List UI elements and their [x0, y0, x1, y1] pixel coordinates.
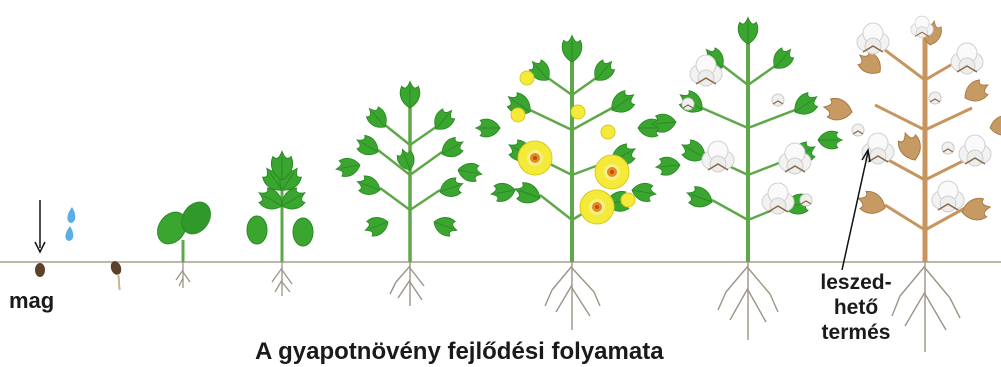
cotyledon-leaf — [247, 216, 267, 244]
seed-label: mag — [9, 288, 54, 314]
diagram-title: A gyapotnövény fejlődési folyamata — [255, 338, 664, 366]
flower-bud-icon — [511, 108, 525, 122]
harvestable-crop-label: leszed- hető termés — [806, 270, 906, 345]
stage-seed — [35, 200, 75, 277]
small-boll-icon — [772, 94, 784, 106]
harvestable-label-line1: leszed- — [806, 270, 906, 295]
stage-germination — [109, 260, 123, 290]
cotton-boll-icon — [762, 183, 794, 214]
radicle — [118, 274, 120, 290]
flower-icon — [595, 155, 629, 189]
flower-bud-icon — [571, 105, 585, 119]
small-boll-icon — [929, 92, 941, 104]
roots — [176, 262, 190, 288]
roots — [718, 262, 778, 340]
stage-growing-plant — [335, 82, 484, 306]
cotton-boll-icon — [951, 43, 983, 74]
small-boll-icon — [852, 124, 864, 136]
flower-bud-icon — [520, 71, 534, 85]
flower-icon — [518, 141, 552, 175]
cotton-boll-icon — [911, 16, 933, 38]
cotyledon-leaf — [293, 218, 313, 246]
cotton-boll-icon — [959, 135, 991, 166]
stage-flowering-plant — [476, 36, 662, 330]
small-boll-icon — [800, 194, 812, 206]
cotton-boll-icon — [932, 181, 964, 212]
water-drop-icon — [65, 226, 73, 241]
seed-icon — [35, 263, 45, 277]
stage-young-plant — [247, 151, 313, 296]
flower-bud-icon — [601, 125, 615, 139]
flower-icon — [580, 190, 614, 224]
water-drop-icon — [67, 207, 75, 223]
cotton-boll-icon — [857, 23, 889, 54]
small-boll-icon — [682, 98, 694, 110]
roots — [272, 262, 292, 296]
roots — [545, 262, 600, 330]
roots — [390, 262, 424, 306]
small-boll-icon — [942, 142, 954, 154]
stage-seedling — [152, 197, 217, 288]
flower-bud-icon — [621, 193, 635, 207]
harvestable-label-line2: hető — [806, 295, 906, 320]
cotton-boll-icon — [702, 141, 734, 172]
harvestable-label-line3: termés — [806, 320, 906, 345]
